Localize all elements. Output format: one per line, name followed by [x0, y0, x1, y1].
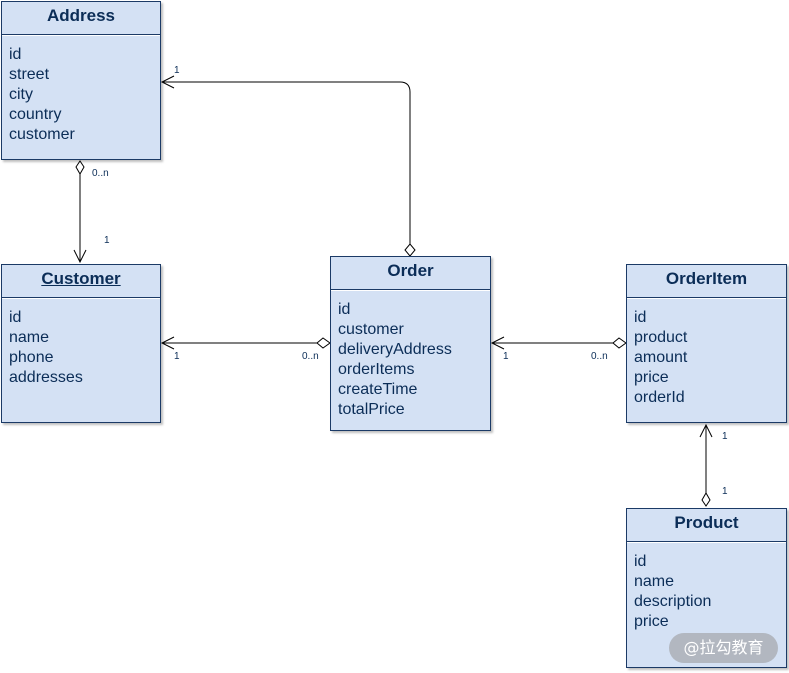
aggregation-diamond-icon	[316, 337, 331, 349]
attribute-list: id customer deliveryAddress orderItems c…	[331, 290, 490, 420]
attribute: product	[634, 329, 688, 346]
attribute: price	[634, 369, 669, 386]
class-title: Customer	[2, 265, 160, 298]
attribute: createTime	[338, 381, 418, 398]
aggregation-diamond-icon	[75, 160, 85, 176]
multiplicity-label: 1	[104, 235, 110, 246]
attribute: deliveryAddress	[338, 341, 452, 358]
attribute: street	[9, 66, 50, 83]
address-customer-association	[73, 160, 87, 264]
class-title: Order	[331, 257, 490, 290]
multiplicity-label: 1	[174, 351, 180, 362]
multiplicity-label: 1	[503, 351, 509, 362]
multiplicity-label: 1	[722, 431, 728, 442]
order-customer-association	[160, 336, 331, 350]
multiplicity-label: 0..n	[92, 168, 109, 179]
class-order[interactable]: Order id customer deliveryAddress orderI…	[330, 256, 491, 431]
attribute: customer	[338, 321, 404, 338]
attribute: totalPrice	[338, 401, 405, 418]
attribute: amount	[634, 349, 688, 366]
watermark: @拉勾教育	[669, 633, 778, 663]
multiplicity-label: 0..n	[302, 351, 319, 362]
aggregation-diamond-icon	[404, 243, 416, 257]
attribute: id	[9, 309, 22, 326]
attribute-list: id name description price	[627, 542, 786, 632]
attribute: name	[9, 329, 50, 346]
class-title: OrderItem	[627, 265, 786, 298]
class-customer[interactable]: Customer id name phone addresses	[1, 264, 161, 423]
arrow-head-icon	[699, 423, 713, 438]
arrow-head-icon	[160, 336, 175, 350]
arrow-head-icon	[490, 336, 505, 350]
arrow-head-icon	[160, 75, 175, 89]
attribute: country	[9, 106, 62, 123]
multiplicity-label: 1	[174, 65, 180, 76]
aggregation-diamond-icon	[701, 491, 711, 507]
attribute-list: id product amount price orderId	[627, 298, 786, 408]
attribute: description	[634, 593, 712, 610]
attribute: id	[9, 46, 22, 63]
attribute-list: id street city country customer	[2, 35, 160, 145]
attribute: city	[9, 86, 33, 103]
attribute-list: id name phone addresses	[2, 298, 160, 388]
order-address-association	[160, 75, 416, 257]
class-title: Product	[627, 509, 786, 542]
attribute: orderId	[634, 389, 685, 406]
product-orderitem-association	[699, 423, 713, 507]
attribute: price	[634, 613, 669, 630]
class-title: Address	[2, 2, 160, 35]
attribute: id	[634, 553, 647, 570]
attribute: name	[634, 573, 675, 590]
class-address[interactable]: Address id street city country customer	[1, 1, 161, 160]
aggregation-diamond-icon	[612, 337, 627, 349]
multiplicity-label: 1	[722, 486, 728, 497]
attribute: id	[634, 309, 647, 326]
class-orderitem[interactable]: OrderItem id product amount price orderI…	[626, 264, 787, 423]
attribute: customer	[9, 126, 75, 143]
arrow-head-icon	[73, 249, 87, 264]
attribute: addresses	[9, 369, 83, 386]
multiplicity-label: 0..n	[591, 351, 608, 362]
attribute: phone	[9, 349, 54, 366]
attribute: id	[338, 301, 351, 318]
attribute: orderItems	[338, 361, 415, 378]
orderitem-order-association	[490, 336, 627, 350]
